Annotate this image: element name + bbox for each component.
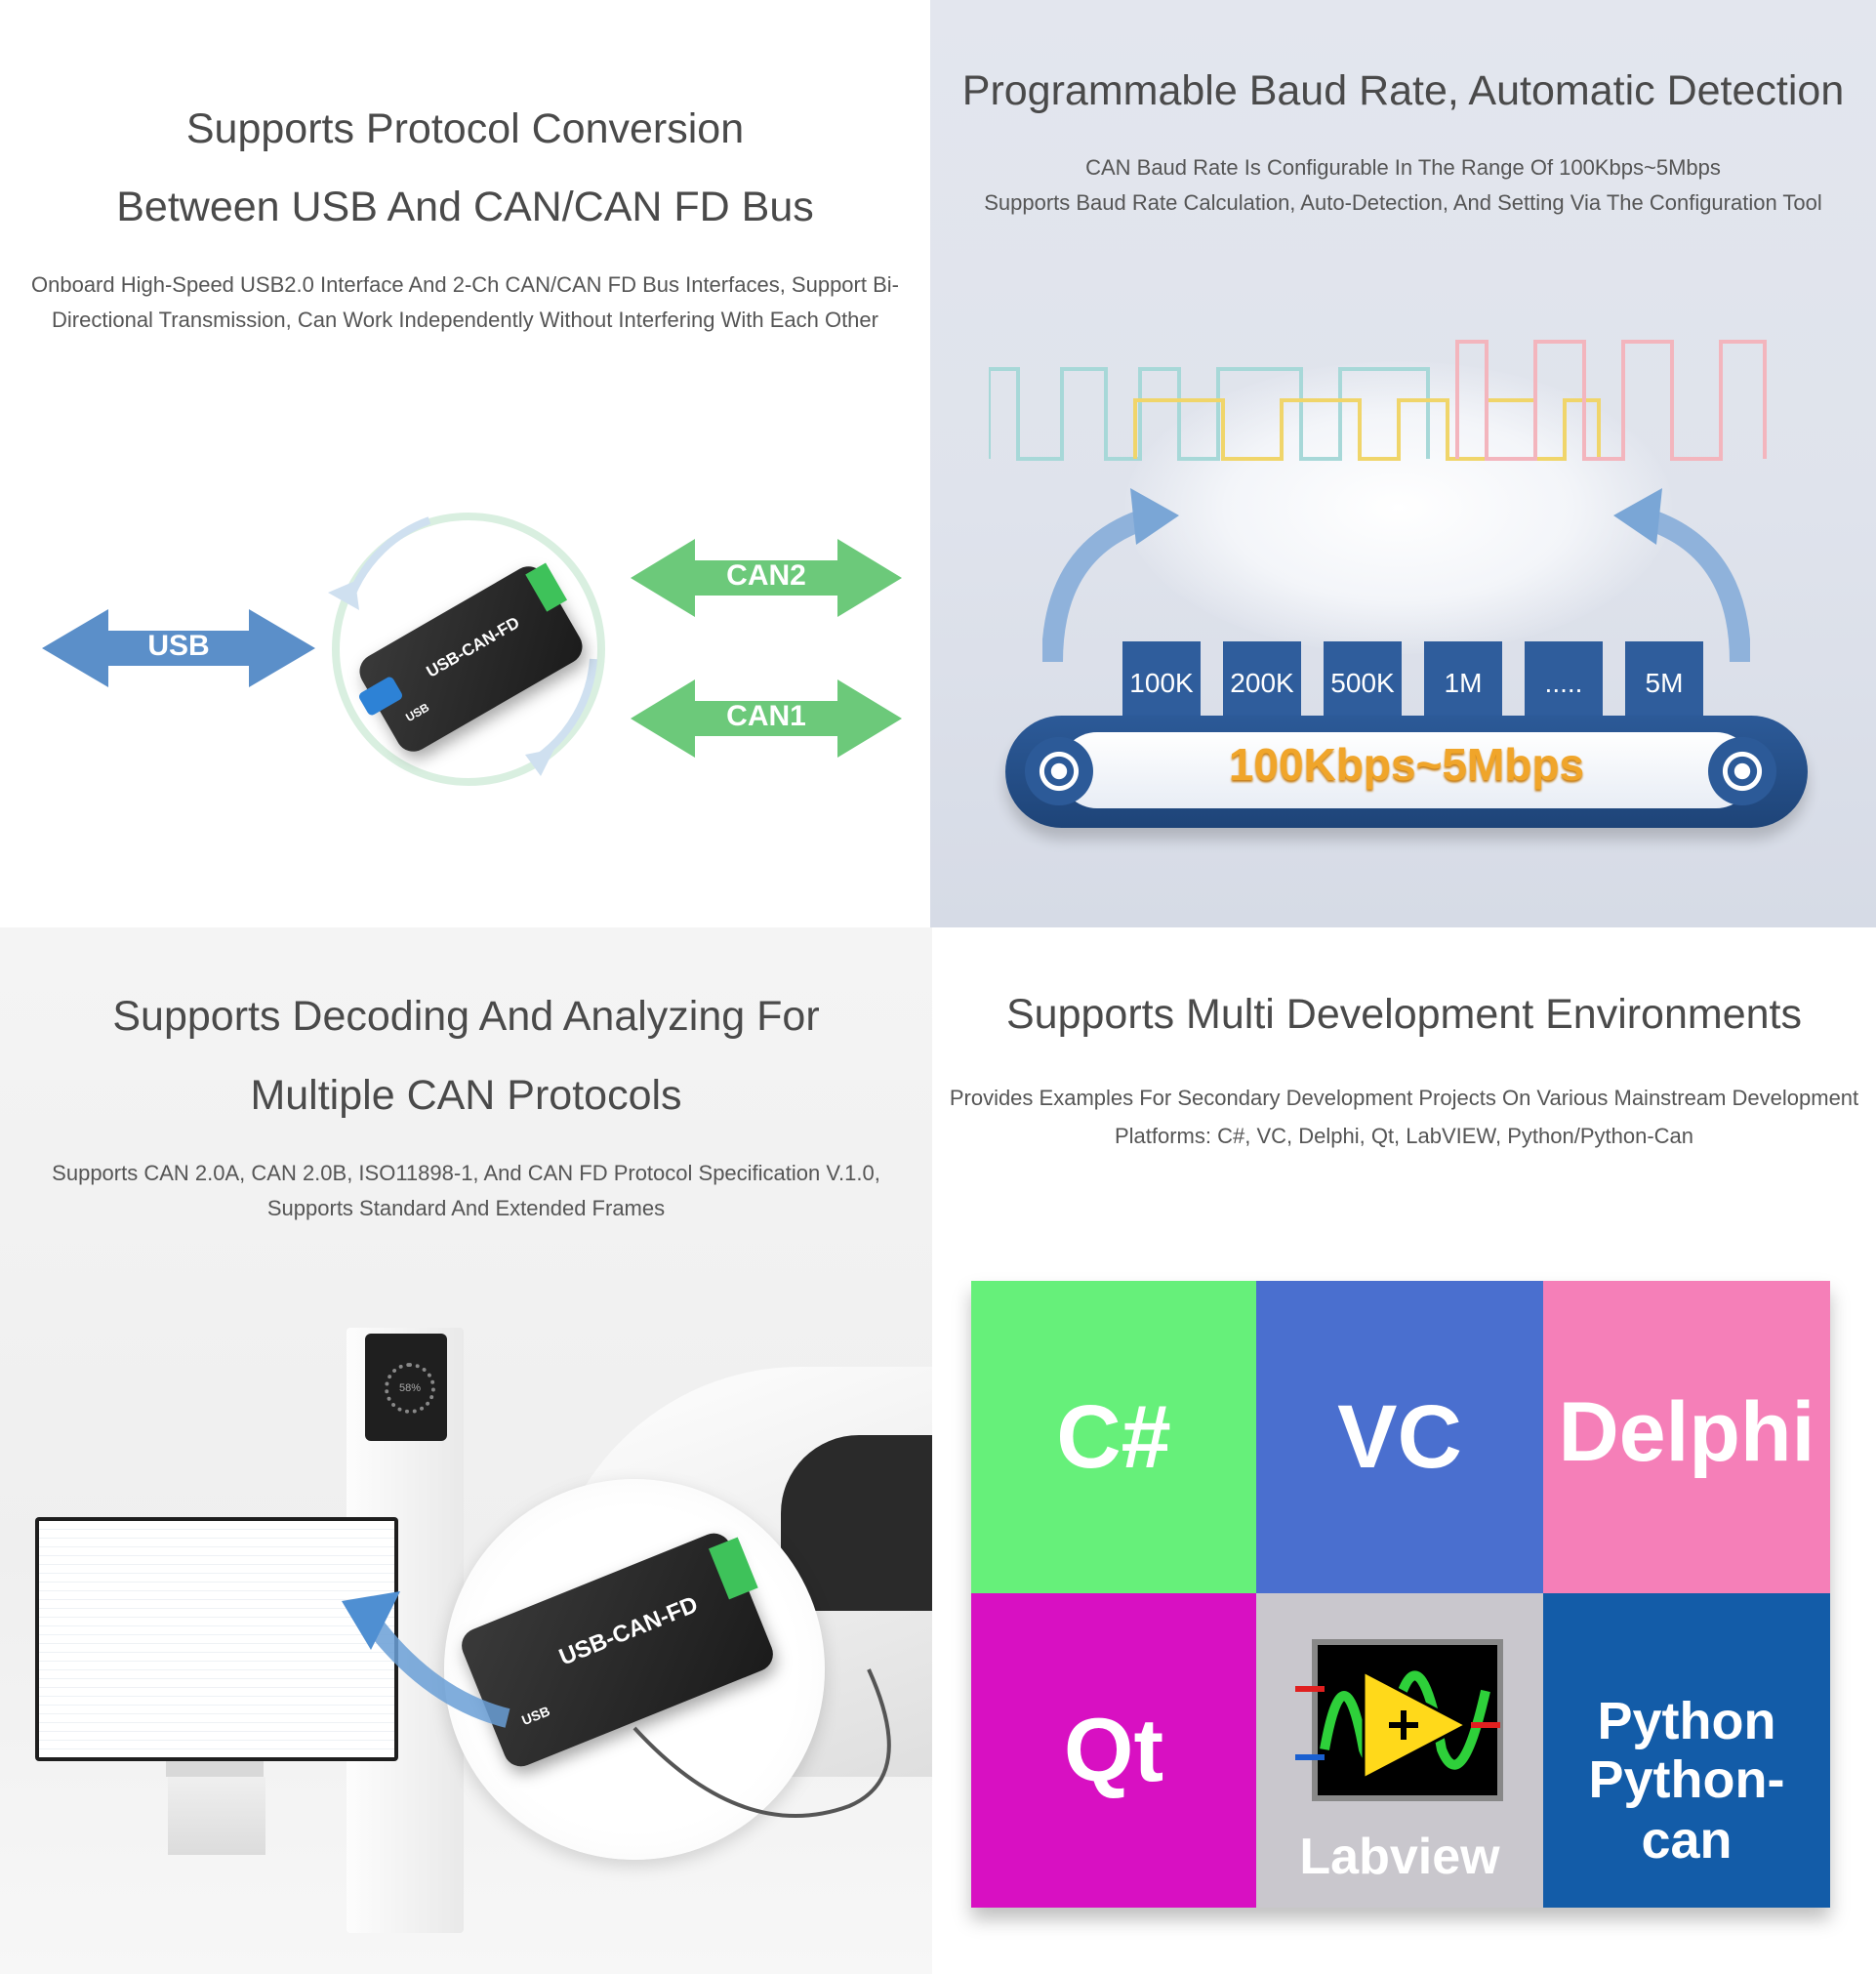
gear-right-icon bbox=[1708, 737, 1776, 805]
protocol-conversion-panel: Supports Protocol Conversion Between USB… bbox=[0, 0, 930, 927]
can2-double-arrow bbox=[631, 539, 902, 617]
protocol-desc-line1: Onboard High-Speed USB2.0 Interface And … bbox=[31, 272, 899, 297]
decoding-desc-line1: Supports CAN 2.0A, CAN 2.0B, ISO11898-1,… bbox=[52, 1161, 880, 1185]
can1-double-arrow bbox=[631, 679, 902, 758]
decoding-description: Supports CAN 2.0A, CAN 2.0B, ISO11898-1,… bbox=[20, 1156, 913, 1226]
protocol-title-line1: Supports Protocol Conversion bbox=[185, 105, 745, 152]
tile-vc: VC bbox=[1256, 1281, 1543, 1593]
tile-python-label: Python bbox=[1597, 1692, 1776, 1750]
signal-waveform bbox=[989, 340, 1767, 461]
protocol-desc-line2: Directional Transmission, Can Work Indep… bbox=[52, 308, 878, 332]
tile-python-can-label: Python-can bbox=[1588, 1750, 1785, 1870]
car-window bbox=[781, 1435, 932, 1611]
rate-box-100k: 100K bbox=[1122, 641, 1201, 720]
devenv-desc-line2: Platforms: C#, VC, Delphi, Qt, LabVIEW, … bbox=[1114, 1124, 1694, 1148]
baud-title: Programmable Baud Rate, Automatic Detect… bbox=[961, 67, 1845, 114]
device-usb-port-label: USB bbox=[403, 700, 432, 725]
rate-box-500k: 500K bbox=[1324, 641, 1402, 720]
conveyor-belt-window bbox=[1059, 732, 1754, 808]
devenv-desc-line1: Provides Examples For Secondary Developm… bbox=[949, 1086, 1859, 1110]
usb-label: USB bbox=[147, 630, 210, 662]
charging-percent: 58% bbox=[385, 1363, 435, 1414]
decoding-desc-line2: Supports Standard And Extended Frames bbox=[266, 1196, 666, 1220]
gear-left-icon bbox=[1025, 737, 1093, 805]
tile-delphi: Delphi bbox=[1543, 1281, 1830, 1593]
can2-label: CAN2 bbox=[726, 559, 806, 592]
tile-delphi-label: Delphi bbox=[1558, 1385, 1815, 1479]
curved-arrow-left-icon bbox=[1042, 488, 1179, 663]
curved-arrow-right-icon bbox=[1613, 488, 1750, 663]
baud-desc-line2: Supports Baud Rate Calculation, Auto-Det… bbox=[984, 190, 1822, 215]
tile-qt: Qt bbox=[971, 1593, 1256, 1908]
platform-tile-grid: C# VC Delphi Qt bbox=[971, 1281, 1830, 1908]
monitor-neck bbox=[166, 1761, 264, 1777]
devenv-title: Supports Multi Development Environments bbox=[1006, 991, 1802, 1038]
tile-python: Python Python-can bbox=[1543, 1593, 1830, 1908]
analyzer-software-screenshot bbox=[39, 1521, 394, 1757]
baud-range-label: 100Kbps~5Mbps bbox=[1228, 739, 1585, 790]
can1-label: CAN1 bbox=[726, 700, 806, 732]
baud-description: CAN Baud Rate Is Configurable In The Ran… bbox=[950, 150, 1856, 221]
tile-csharp: C# bbox=[971, 1281, 1256, 1593]
decoding-title-line1: Supports Decoding And Analyzing For bbox=[112, 993, 820, 1040]
decoding-panel: Supports Decoding And Analyzing For Mult… bbox=[0, 927, 932, 1974]
device-usb-port-label-zoom: USB bbox=[519, 1703, 552, 1729]
tile-csharp-label: C# bbox=[1056, 1387, 1171, 1487]
rate-box-1m: 1M bbox=[1424, 641, 1502, 720]
usb-cable bbox=[632, 1668, 891, 1818]
tile-labview-label: Labview bbox=[1299, 1829, 1500, 1885]
rate-box-5m: 5M bbox=[1625, 641, 1703, 720]
rate-box-200k: 200K bbox=[1223, 641, 1301, 720]
monitor bbox=[35, 1517, 398, 1761]
dev-environments-panel: Supports Multi Development Environments … bbox=[932, 927, 1876, 1974]
tile-qt-label: Qt bbox=[1063, 1701, 1164, 1800]
pointer-arrow-icon bbox=[342, 1591, 510, 1728]
rate-box-ellipsis: ..... bbox=[1525, 641, 1603, 720]
device-label: USB-CAN-FD bbox=[423, 612, 523, 681]
baud-desc-line1: CAN Baud Rate Is Configurable In The Ran… bbox=[1085, 155, 1721, 180]
devenv-description: Provides Examples For Secondary Developm… bbox=[932, 1079, 1876, 1155]
conversion-ring bbox=[328, 513, 605, 786]
protocol-description: Onboard High-Speed USB2.0 Interface And … bbox=[20, 267, 911, 338]
charging-station-screen: 58% bbox=[365, 1334, 447, 1441]
protocol-title-line2: Between USB And CAN/CAN FD Bus bbox=[116, 184, 814, 230]
tile-labview: Labview bbox=[1256, 1593, 1543, 1908]
usb-double-arrow bbox=[42, 609, 315, 687]
decoding-title-line2: Multiple CAN Protocols bbox=[250, 1072, 682, 1119]
tile-vc-label: VC bbox=[1337, 1387, 1462, 1487]
monitor-stand bbox=[168, 1777, 265, 1855]
labview-logo-icon bbox=[1295, 1639, 1503, 1801]
